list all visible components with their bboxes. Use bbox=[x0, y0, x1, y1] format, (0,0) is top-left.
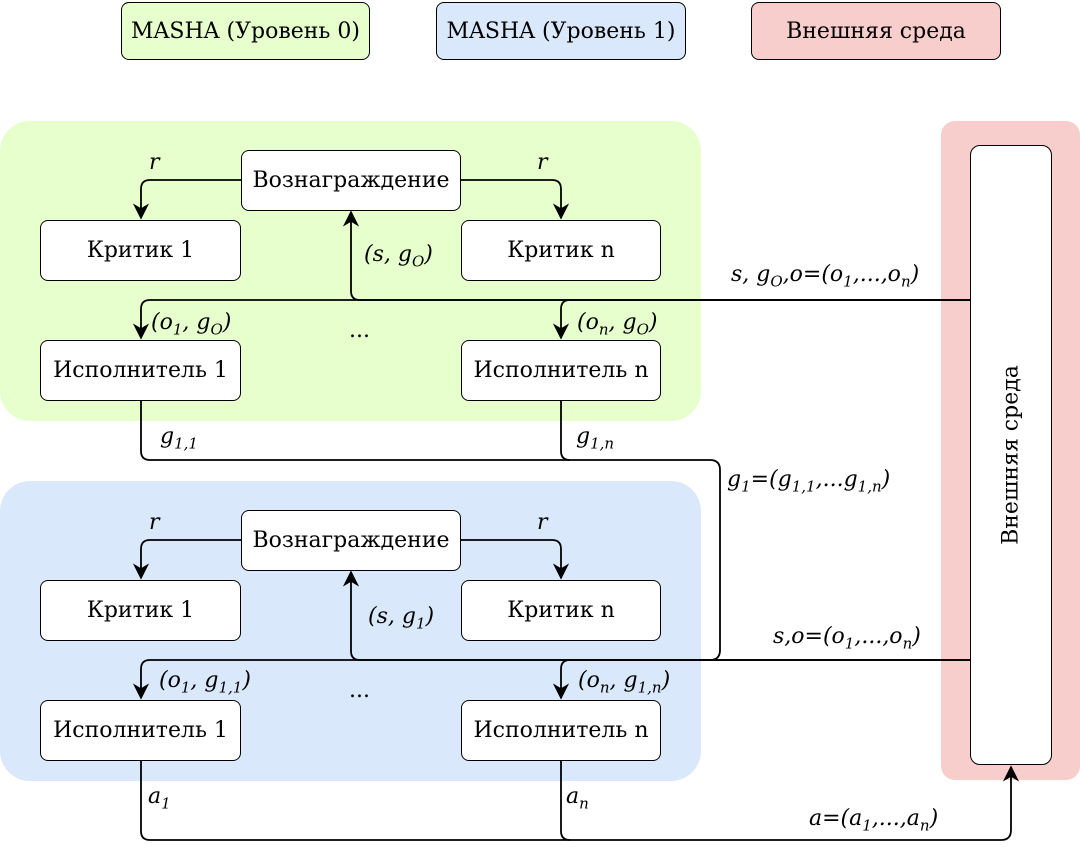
actor1-output-label-l0: g1,1 bbox=[160, 424, 198, 453]
signal-actions-label: a=(a1,...,an) bbox=[809, 806, 939, 835]
r-label-right-l0: r bbox=[537, 150, 548, 175]
r-label-left-l0: r bbox=[149, 150, 160, 175]
edge-reward-criticn-l1 bbox=[461, 539, 570, 580]
edge-env-actor1-l1 bbox=[132, 659, 970, 700]
actorn-input-label-l0: (on, gO) bbox=[577, 310, 658, 339]
ellipsis-l1: ... bbox=[349, 678, 370, 703]
signal-g1-label: g1=(g1,1,...g1,n) bbox=[727, 467, 891, 496]
r-label-left-l1: r bbox=[149, 510, 160, 535]
legend-env: Внешняя среда bbox=[751, 2, 1001, 60]
reward-input-label-l0: (s, gO) bbox=[364, 242, 433, 271]
reward-input-label-l1: (s, g1) bbox=[368, 604, 435, 633]
actor1-box-l1: Исполнитель 1 bbox=[40, 700, 241, 761]
signal-top-label: s, gO,o=(o1,...,on) bbox=[731, 262, 920, 291]
reward-box-l1: Вознаграждение bbox=[241, 510, 461, 571]
critic1-box-l1: Критик 1 bbox=[40, 580, 241, 641]
r-label-right-l1: r bbox=[537, 510, 548, 535]
ellipsis-l0: ... bbox=[349, 318, 370, 343]
actorn-output-label-l0: g1,n bbox=[576, 424, 615, 453]
legend-level1: MASHA (Уровень 1) bbox=[436, 2, 686, 60]
actorn-input-label-l1: (on, g1,n) bbox=[578, 668, 671, 697]
legend-level0: MASHA (Уровень 0) bbox=[121, 2, 370, 60]
actionn-label: an bbox=[566, 784, 589, 813]
actorn-box-l0: Исполнитель n bbox=[461, 340, 661, 401]
criticn-box-l0: Критик n bbox=[461, 220, 661, 281]
edge-env-actor1-l0 bbox=[132, 299, 970, 340]
action1-label: a1 bbox=[148, 784, 171, 813]
edge-reward-criticn-l0 bbox=[461, 179, 570, 220]
edge-env-actorn-l1 bbox=[552, 659, 970, 700]
actorn-box-l1: Исполнитель n bbox=[461, 700, 661, 761]
edge-actors-g1-bus bbox=[140, 401, 721, 661]
edge-actions-env bbox=[140, 761, 1020, 841]
signal-mid-label: s,o=(o1,...,on) bbox=[773, 624, 921, 653]
actor1-input-label-l0: (o1, gO) bbox=[151, 310, 232, 339]
edge-actorn-action bbox=[560, 761, 571, 841]
actor1-input-label-l1: (o1, g1,1) bbox=[159, 668, 251, 697]
critic1-box-l0: Критик 1 bbox=[40, 220, 241, 281]
edge-env-actorn-l0 bbox=[552, 299, 970, 340]
edge-actorn-g1 bbox=[560, 401, 571, 461]
actor1-box-l0: Исполнитель 1 bbox=[40, 340, 241, 401]
criticn-box-l1: Критик n bbox=[461, 580, 661, 641]
environment-box: Внешняя среда bbox=[970, 145, 1052, 765]
edge-reward-critic1-l0 bbox=[132, 179, 241, 220]
edge-reward-critic1-l1 bbox=[132, 539, 241, 580]
reward-box-l0: Вознаграждение bbox=[241, 150, 461, 211]
